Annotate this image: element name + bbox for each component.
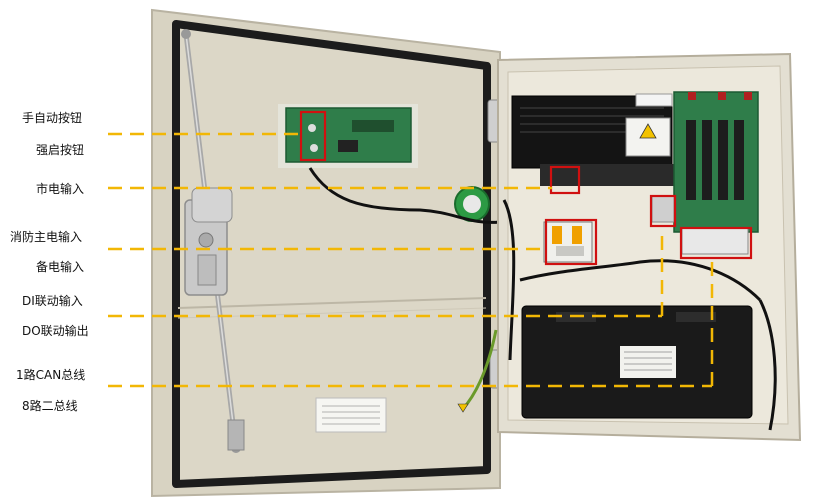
highlight-boxes — [299, 110, 753, 266]
leader-lines — [108, 132, 714, 388]
backup-battery — [521, 305, 753, 419]
door-handle — [184, 187, 233, 296]
power-supply-module — [511, 93, 673, 169]
highlight-io-terminal — [679, 226, 753, 260]
label-do-linkage-output: DO联动输出 — [22, 324, 89, 338]
highlight-door-buttons — [299, 110, 327, 162]
circuit-breakers — [543, 221, 593, 263]
ground-symbol-icon — [457, 403, 469, 413]
label-mains-input: 市电输入 — [36, 182, 85, 196]
wiring-instruction-sticker — [315, 397, 387, 433]
fuse-block — [651, 195, 675, 223]
label-manual-auto-button: 手自动按钮 — [22, 111, 83, 125]
door-wire-harness — [308, 167, 501, 224]
main-controller-board — [673, 91, 759, 255]
label-backup-power-input: 备电输入 — [36, 260, 85, 274]
door-control-board — [278, 104, 418, 168]
highlight-fuse — [649, 194, 677, 228]
internal-cables — [502, 199, 777, 431]
label-two-bus-8: 8路二总线 — [22, 399, 78, 413]
label-force-start-button: 强启按钮 — [36, 143, 85, 157]
label-fire-main-power-input: 消防主电输入 — [10, 230, 83, 244]
highlight-mains-terminal — [549, 165, 581, 195]
highlight-breakers — [544, 218, 598, 266]
label-can-bus-1: 1路CAN总线 — [16, 368, 86, 382]
terminal-strip — [540, 164, 680, 186]
label-di-linkage-input: DI联动输入 — [22, 294, 83, 308]
